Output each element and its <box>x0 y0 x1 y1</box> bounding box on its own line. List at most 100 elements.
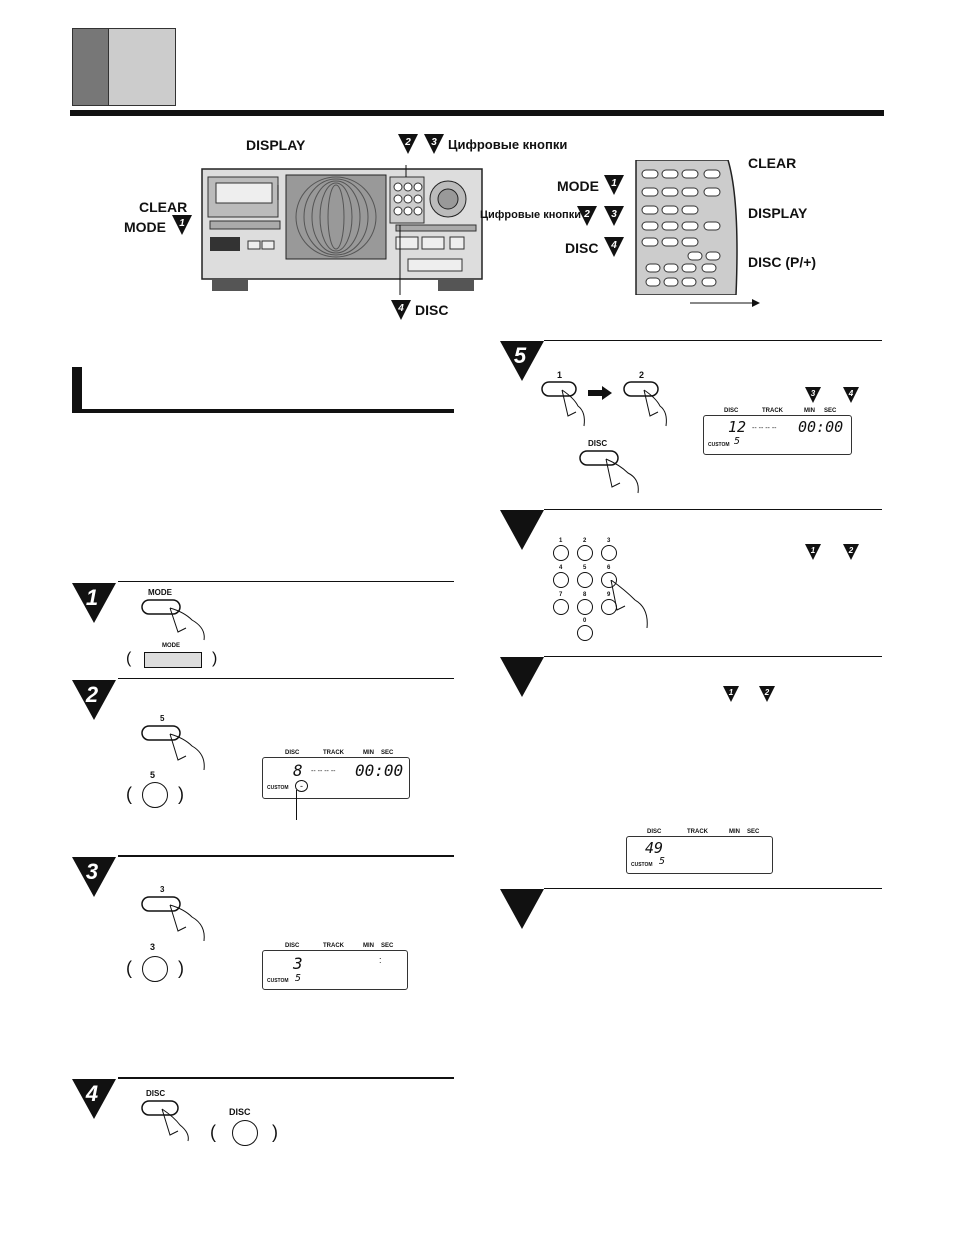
step1-panel-label: MODE <box>162 643 180 649</box>
step1-panel-button[interactable] <box>144 652 202 668</box>
step3-paren-open: ( <box>126 958 132 978</box>
svg-text:4: 4 <box>610 240 617 251</box>
step4-paren-close: ) <box>272 1122 278 1142</box>
step5-one-button[interactable] <box>540 380 590 433</box>
section-heading-bar <box>72 367 82 412</box>
svg-text:3: 3 <box>431 137 437 148</box>
step2-five-button[interactable] <box>140 724 210 777</box>
step5-btn2-label: 2 <box>639 370 645 380</box>
step-2-marker-icon: 2 <box>398 134 418 159</box>
step2-lcd-dashes: -- -- -- -- <box>311 768 336 775</box>
key-2-label: 2 <box>583 538 587 544</box>
step5-lcd-digit: 12 <box>728 418 747 436</box>
step1-button-label: MODE <box>148 588 172 597</box>
step5-lcd-dashes: -- -- -- -- <box>752 425 777 432</box>
svg-text:4: 4 <box>397 303 404 314</box>
disc-label-panel: DISC <box>415 302 449 318</box>
step6-number-icon <box>500 510 544 555</box>
step-4-marker-icon: 4 <box>391 300 411 325</box>
step5-arrow-icon <box>588 386 612 405</box>
step7-lcd-sec: SEC <box>747 829 760 835</box>
key-2-button[interactable] <box>577 545 593 561</box>
step1-paren-close: ) <box>212 650 218 667</box>
section-heading-underline <box>72 409 454 413</box>
step2-paren-open: ( <box>126 784 132 804</box>
step5-lcd-custom: CUSTOM <box>708 442 730 448</box>
svg-text:3: 3 <box>611 209 617 220</box>
svg-text:2: 2 <box>764 688 770 697</box>
step5-number-icon: 5 <box>500 341 544 386</box>
remote-control-illustration <box>632 159 742 296</box>
svg-text:2: 2 <box>848 546 854 555</box>
step3-lcd-track: TRACK <box>323 943 344 949</box>
svg-text:3: 3 <box>86 859 98 884</box>
key-6-button[interactable] <box>601 572 617 588</box>
key-4-label: 4 <box>559 565 563 571</box>
step5-two-button[interactable] <box>622 380 672 433</box>
remote-step-1-marker-icon: 1 <box>604 175 624 200</box>
key-7-button[interactable] <box>553 599 569 615</box>
step7-lcd-disc: DISC <box>647 829 662 835</box>
key-0-label: 0 <box>583 618 587 624</box>
step3-lcd-sec: SEC <box>381 943 394 949</box>
key-6-label: 6 <box>607 565 611 571</box>
key-3-label: 3 <box>607 538 611 544</box>
svg-text:2: 2 <box>583 209 590 220</box>
step5-btn1-label: 1 <box>557 370 563 380</box>
header-tab-light <box>108 28 176 106</box>
step7-number-icon <box>500 657 544 702</box>
step3-panel-button[interactable] <box>142 956 168 982</box>
clear-label: CLEAR <box>139 199 188 215</box>
step4-panel-button[interactable] <box>232 1120 258 1146</box>
step3-three-button[interactable] <box>140 895 210 948</box>
step7-lcd-custom-value: 5 <box>659 856 666 867</box>
step2-button-label: 5 <box>160 714 165 723</box>
step5-lcd: DISC TRACK MIN SEC 12 -- -- -- -- 00:00 … <box>703 408 852 455</box>
step5-ref-3-icon: 3 <box>805 387 821 408</box>
step5-lcd-time: 00:00 <box>798 418 844 436</box>
key-0-button[interactable] <box>577 625 593 641</box>
key-1-button[interactable] <box>553 545 569 561</box>
step2-lcd-track: TRACK <box>323 750 344 756</box>
key-5-label: 5 <box>583 565 587 571</box>
step7-lcd: DISC TRACK MIN SEC 49 CUSTOM 5 <box>626 829 773 874</box>
step3-lcd-disc: DISC <box>285 943 300 949</box>
key-7-label: 7 <box>559 592 563 598</box>
step-3-marker-icon: 3 <box>424 134 444 159</box>
step4-number-icon: 4 <box>72 1079 116 1124</box>
step2-paren-close: ) <box>178 784 184 804</box>
step3-lcd-colon: : <box>379 955 382 965</box>
step7-line <box>544 656 882 657</box>
step4-panel-label: DISC <box>229 1107 251 1117</box>
step1-mode-button[interactable] <box>140 598 210 647</box>
step4-disc-button[interactable] <box>140 1099 200 1148</box>
step3-lcd-custom-value: 5 <box>295 973 302 984</box>
step4-line <box>118 1077 454 1079</box>
svg-text:2: 2 <box>85 682 99 707</box>
step7-lcd-custom: CUSTOM <box>631 862 653 868</box>
step1-line <box>118 581 454 582</box>
svg-text:3: 3 <box>811 389 816 398</box>
step5-lcd-track: TRACK <box>762 408 783 414</box>
key-4-button[interactable] <box>553 572 569 588</box>
step2-lcd-sec: SEC <box>381 750 394 756</box>
clear-label-remote: CLEAR <box>748 155 797 171</box>
key-3-button[interactable] <box>601 545 617 561</box>
mode-label: MODE <box>124 219 166 235</box>
step3-paren-close: ) <box>178 958 184 978</box>
svg-text:1: 1 <box>179 218 185 229</box>
cd-changer-illustration <box>200 165 485 295</box>
step5-lcd-custom-value: 5 <box>734 436 741 447</box>
step2-line <box>118 678 454 679</box>
remote-step-4-marker-icon: 4 <box>604 237 624 262</box>
step3-lcd-min: MIN <box>363 943 374 949</box>
key-8-button[interactable] <box>577 599 593 615</box>
step2-panel-button[interactable] <box>142 782 168 808</box>
step5-disc-button[interactable] <box>578 449 644 500</box>
step3-line <box>118 855 454 857</box>
step4-button-label: DISC <box>146 1089 166 1098</box>
step5-disc-label: DISC <box>588 439 608 448</box>
key-5-button[interactable] <box>577 572 593 588</box>
remote-step-3-marker-icon: 3 <box>604 206 624 231</box>
step5-line <box>544 340 882 341</box>
